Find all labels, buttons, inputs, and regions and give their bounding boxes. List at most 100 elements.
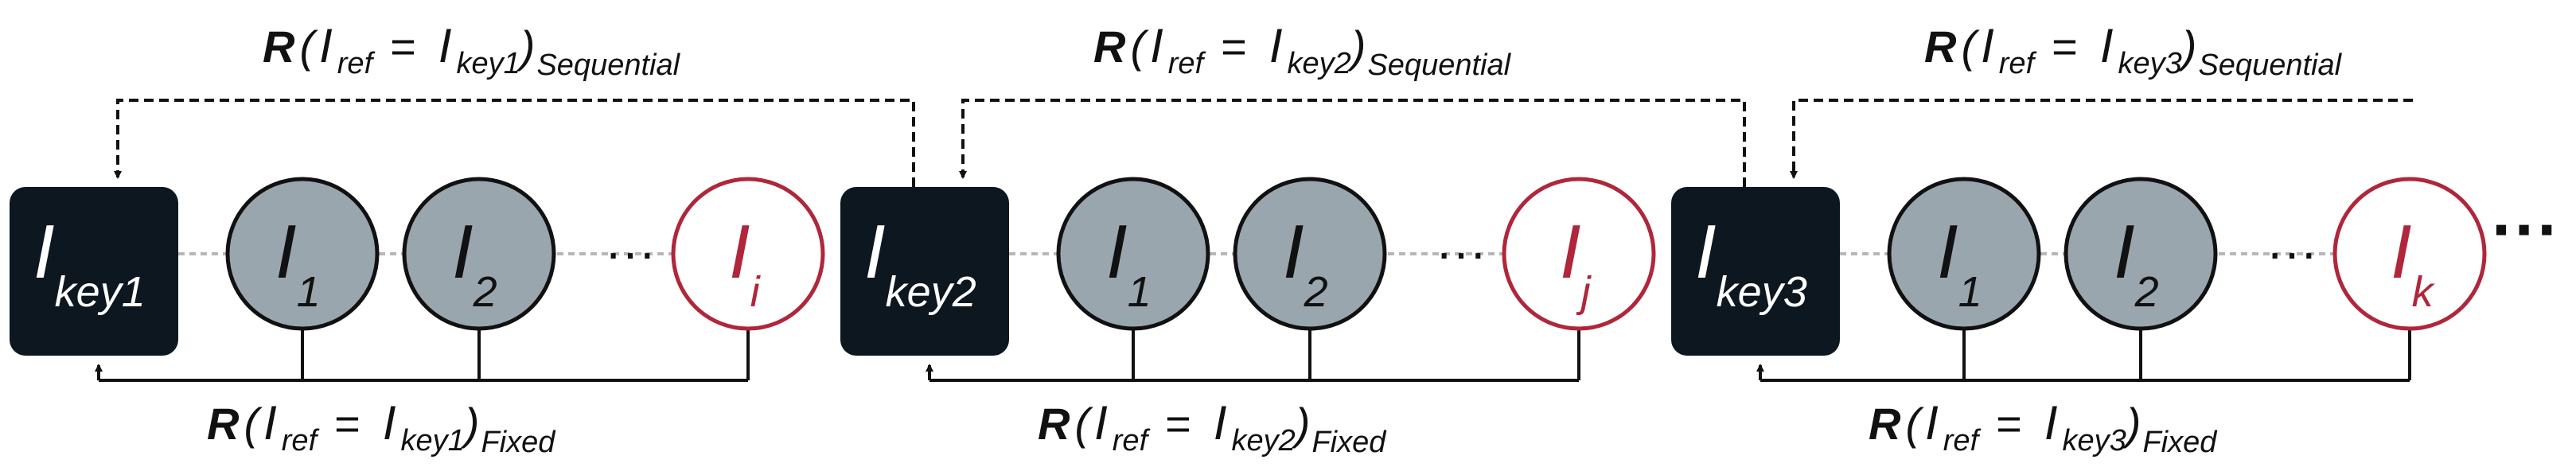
formula-key: key3 bbox=[2118, 47, 2182, 80]
target-main: I bbox=[1560, 209, 1581, 294]
frame-node: I1 bbox=[225, 177, 380, 331]
keyframe-box bbox=[840, 187, 1009, 356]
formula-open-paren: ( bbox=[1074, 399, 1093, 449]
frame-sub: 2 bbox=[473, 268, 497, 316]
formula-i: I bbox=[263, 396, 277, 450]
formula-i: I bbox=[1150, 19, 1163, 72]
target-circle bbox=[2332, 177, 2487, 331]
formula-i: I bbox=[1094, 396, 1108, 450]
formula-mode: Sequential bbox=[2198, 49, 2342, 82]
formula-key: key1 bbox=[457, 47, 520, 80]
formula-equals: = bbox=[1221, 21, 1247, 72]
sequential-arrow bbox=[114, 99, 915, 187]
formula-ref: ref bbox=[1943, 424, 1982, 457]
formula-open-paren: ( bbox=[1905, 399, 1924, 449]
formula-key: key3 bbox=[2063, 424, 2126, 457]
formula-i-key: I bbox=[2100, 19, 2114, 72]
frame-main: I bbox=[2114, 209, 2135, 294]
target-frame-node: Ik bbox=[2332, 177, 2487, 331]
formula-ref: ref bbox=[1168, 47, 1206, 80]
formula-r: R bbox=[263, 21, 295, 72]
target-sub: k bbox=[2412, 268, 2436, 316]
formula-equals: = bbox=[334, 399, 360, 449]
formula-i: I bbox=[319, 19, 333, 72]
target-main: I bbox=[2391, 209, 2412, 294]
formula-open-paren: ( bbox=[244, 399, 263, 449]
frame-node: I1 bbox=[1887, 177, 2041, 331]
frame-label: I2 bbox=[452, 209, 497, 316]
frame-node: I1 bbox=[1056, 177, 1210, 331]
formula-i-key: I bbox=[383, 396, 396, 450]
keyframe-sub: key3 bbox=[1717, 268, 1807, 316]
formula-open-paren: ( bbox=[1130, 21, 1149, 72]
target-label: Ii bbox=[729, 209, 762, 316]
frame-label: I1 bbox=[1106, 209, 1152, 316]
keyframe-main: I bbox=[33, 209, 55, 294]
formula-equals: = bbox=[1996, 399, 2022, 449]
formula-key: key2 bbox=[1288, 47, 1351, 80]
target-label: Ik bbox=[2391, 209, 2436, 316]
target-main: I bbox=[729, 209, 750, 294]
frame-circle bbox=[1233, 177, 1387, 331]
formula-key: key2 bbox=[1232, 424, 1296, 457]
formula-equals: = bbox=[390, 21, 416, 72]
keyframe-node: Ikey1 bbox=[10, 187, 178, 356]
formula-mode: Fixed bbox=[1311, 426, 1387, 459]
frame-label: I2 bbox=[2114, 209, 2159, 316]
formula-ref: ref bbox=[1999, 47, 2037, 80]
formula-i: I bbox=[1981, 19, 1994, 72]
trailing-ellipsis: ··· bbox=[2492, 192, 2560, 268]
formula-mode: Sequential bbox=[536, 49, 680, 82]
formula-equals: = bbox=[1165, 399, 1191, 449]
frame-circle bbox=[402, 177, 556, 331]
frame-label: I1 bbox=[275, 209, 321, 316]
formula-key: key1 bbox=[401, 424, 465, 457]
formula-i: I bbox=[1925, 396, 1939, 450]
sequential-arrow bbox=[1790, 99, 2413, 179]
keyframe-main: I bbox=[1695, 209, 1717, 294]
target-frame-node: Ij bbox=[1502, 177, 1656, 331]
sequential-arrow bbox=[959, 99, 1746, 187]
frame-main: I bbox=[452, 209, 474, 294]
target-circle bbox=[671, 177, 825, 331]
frame-node: I2 bbox=[402, 177, 556, 331]
keyframe-main: I bbox=[864, 209, 886, 294]
formula-ref: ref bbox=[337, 47, 376, 80]
frame-main: I bbox=[1106, 209, 1128, 294]
formula-mode: Fixed bbox=[2142, 426, 2218, 459]
target-frame-node: Ii bbox=[671, 177, 825, 331]
formula-mode: Sequential bbox=[1367, 49, 1511, 82]
keyframe-node: Ikey3 bbox=[1671, 187, 1840, 356]
keyframe-sub: key2 bbox=[886, 268, 976, 316]
keyframe-label: Ikey2 bbox=[864, 209, 976, 316]
formula-ref: ref bbox=[282, 424, 320, 457]
keyframe-label: Ikey1 bbox=[33, 209, 146, 316]
formula-i-key: I bbox=[438, 19, 452, 72]
keyframe-box bbox=[1671, 187, 1840, 356]
formula-r: R bbox=[1924, 21, 1957, 72]
frame-sub: 2 bbox=[1304, 268, 1328, 316]
formula-mode: Fixed bbox=[481, 426, 556, 459]
formula-i-key: I bbox=[1269, 19, 1283, 72]
frame-node: I2 bbox=[1233, 177, 1387, 331]
target-circle bbox=[1502, 177, 1656, 331]
formula-i-key: I bbox=[2044, 396, 2058, 450]
keyframe-sub: key1 bbox=[55, 268, 146, 316]
formula-ref: ref bbox=[1113, 424, 1151, 457]
frame-circle bbox=[1056, 177, 1210, 331]
formula-equals: = bbox=[2052, 21, 2078, 72]
formula-r: R bbox=[1038, 399, 1070, 449]
frame-sub: 1 bbox=[1958, 268, 1982, 316]
frame-label: I2 bbox=[1283, 209, 1328, 316]
formula-i-key: I bbox=[1214, 396, 1227, 450]
frame-ellipsis: ··· bbox=[605, 224, 656, 281]
frame-main: I bbox=[1283, 209, 1304, 294]
frame-ellipsis: ··· bbox=[1436, 224, 1487, 281]
formula-r: R bbox=[207, 399, 240, 449]
frame-main: I bbox=[275, 209, 297, 294]
